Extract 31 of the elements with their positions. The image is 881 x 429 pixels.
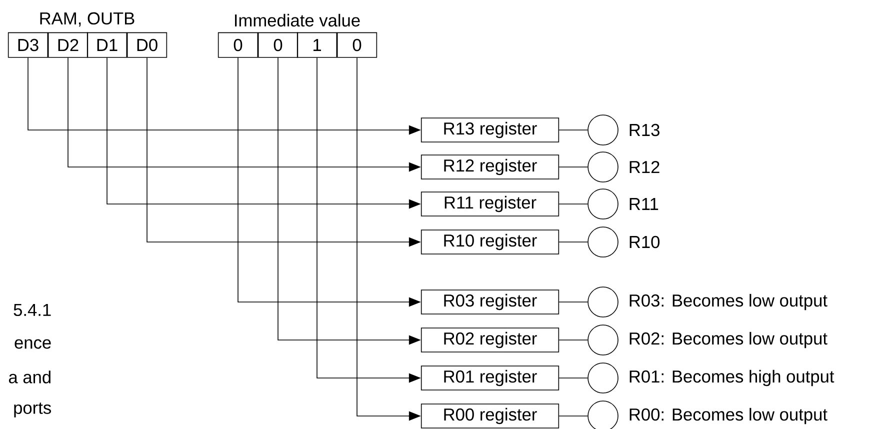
- register-box: R01 register: [420, 366, 560, 390]
- bit-cell: 0: [336, 32, 378, 58]
- output-label: R12: [630, 160, 660, 174]
- output-label: R00: Becomes low output: [630, 408, 828, 424]
- register-box: R02 register: [420, 328, 560, 352]
- register-box: R13 register: [420, 118, 560, 142]
- bit-cell: 0: [218, 32, 258, 58]
- bit-cell: D0: [126, 32, 168, 58]
- cut-off-text: a and: [8, 370, 50, 384]
- output-label: R02: Becomes low output: [630, 332, 828, 348]
- bit-cell: D1: [86, 32, 128, 58]
- cut-off-text: ence: [14, 339, 51, 349]
- output-label: R03: Becomes low output: [630, 294, 828, 310]
- register-box: R12 register: [420, 154, 560, 180]
- bit-cell: 0: [258, 32, 298, 58]
- output-label: R01: Becomes high output: [630, 370, 834, 386]
- cut-off-text: ports: [14, 402, 51, 418]
- register-box: R11 register: [420, 192, 560, 216]
- output-label: R10: [630, 236, 660, 248]
- output-label: R13: [630, 124, 660, 136]
- group-heading: RAM, OUTB: [40, 12, 134, 27]
- output-label: R11: [630, 198, 658, 210]
- register-box: R03 register: [420, 290, 560, 314]
- cut-off-text: 5.4.1: [14, 304, 51, 316]
- bit-cell: D3: [8, 32, 48, 58]
- bit-cell: D2: [48, 32, 88, 58]
- register-box: R10 register: [420, 230, 560, 254]
- group-heading: Immediate value: [235, 14, 360, 27]
- register-box: R00 register: [420, 404, 560, 428]
- connector-line: [558, 166, 588, 168]
- bit-cell: 1: [296, 32, 338, 58]
